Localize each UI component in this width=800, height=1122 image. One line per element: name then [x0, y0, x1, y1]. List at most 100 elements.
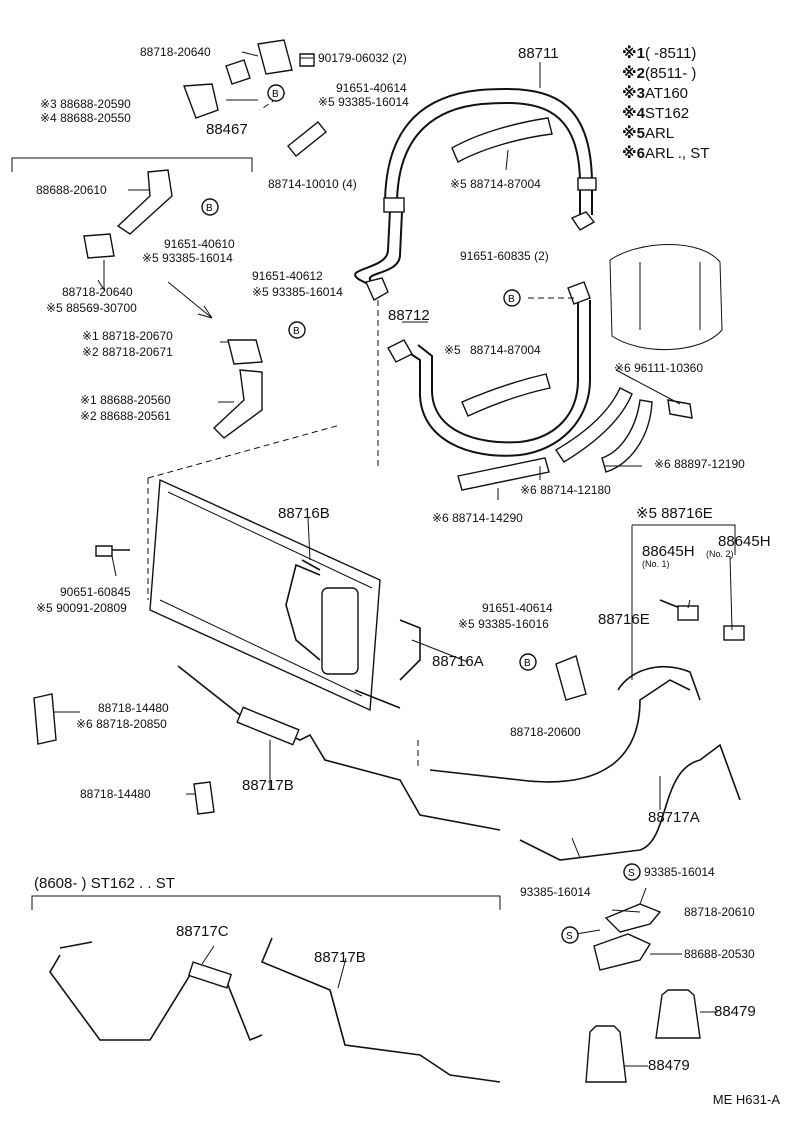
label-93385-16016: ※5 93385-16016	[458, 617, 549, 631]
hose-clamp	[383, 197, 405, 213]
bracket-88688-20610	[116, 169, 173, 235]
label-88717C: 88717C	[176, 923, 229, 940]
label-88688-20530: 88688-20530	[684, 947, 755, 961]
label-88717B-alt: 88717B	[314, 949, 366, 966]
legend-row-6: ※6ARL ., ST	[622, 144, 709, 164]
legend-mark-1: ※1	[622, 45, 645, 62]
pipe-88716B	[285, 559, 321, 661]
label-88711: 88711	[518, 45, 559, 62]
label-88718-20670: ※1 88718-20670	[82, 329, 173, 343]
label-88645H-no2: 88645H	[718, 533, 771, 550]
legend-text-3: AT160	[644, 85, 689, 102]
callout-b4-text: B	[508, 294, 515, 305]
label-88688-20561: ※2 88688-20561	[80, 409, 171, 423]
legend-row-5: ※5ARL	[622, 124, 709, 144]
clamp-88718-20670	[227, 339, 263, 365]
clamp-88718-20640	[83, 233, 115, 259]
label-91651-40612: 91651-40612	[252, 269, 323, 283]
clamp-88718-14480-b	[193, 781, 215, 815]
callout-b1-text: B	[272, 89, 279, 100]
bracket-88688-20560	[212, 369, 263, 439]
bracket-88718-20610	[604, 903, 662, 933]
label-no2: (No. 2)	[706, 549, 734, 559]
label-88716B: 88716B	[278, 505, 330, 522]
label-88479-a: 88479	[714, 1003, 756, 1020]
leader-lines	[54, 51, 733, 1067]
sleeve-88897-12190	[601, 399, 653, 473]
pipe-protector	[187, 961, 233, 989]
label-90091-20809: ※5 90091-20809	[36, 601, 127, 615]
label-88688-20560: ※1 88688-20560	[80, 393, 171, 407]
label-93385-16014-c: ※5 93385-16014	[252, 285, 343, 299]
legend-text-1: ( -8511)	[644, 45, 697, 62]
label-88688-20550: ※4 88688-20550	[40, 111, 131, 125]
legend-row-2: ※2(8511- )	[622, 64, 709, 84]
label-88716E-a: ※5 88716E	[636, 505, 713, 522]
compressor	[609, 244, 723, 350]
bolt-90651-60845	[95, 545, 130, 557]
clip-96111-10360	[667, 399, 693, 419]
hose-fitting	[387, 339, 413, 363]
callout-s1	[623, 863, 641, 881]
label-88718-14480-b: 88718-14480	[80, 787, 151, 801]
label-88717B: 88717B	[242, 777, 294, 794]
pipe-88716A	[354, 619, 421, 709]
label-96111-10360: ※6 96111-10360	[614, 361, 704, 375]
callout-b2-text: B	[206, 203, 213, 214]
hose-fitting	[570, 211, 596, 231]
label-88718-20671: ※2 88718-20671	[82, 345, 173, 359]
callout-b5	[519, 653, 537, 671]
legend-mark-2: ※2	[622, 65, 645, 82]
pipe-88717B-alt	[260, 937, 501, 1083]
hose-protector	[451, 117, 553, 163]
label-88479-b: 88479	[648, 1057, 690, 1074]
pressure-switch-no1	[677, 605, 699, 621]
legend-row-3: ※3AT160	[622, 84, 709, 104]
legend-text-2: (8511- )	[644, 65, 697, 82]
label-88714-12180: ※6 88714-12180	[520, 483, 611, 497]
legend-row-1: ※1( -8511)	[622, 44, 709, 64]
bracket-88718-20600	[555, 655, 587, 701]
label-88714-87004-b: 88714-87004	[470, 343, 541, 357]
fitting-88467	[225, 59, 251, 85]
label-91651-40610: 91651-40610	[164, 237, 235, 251]
leader-dash	[147, 92, 578, 770]
hose-88712	[404, 300, 591, 457]
label-88688-20590: ※3 88688-20590	[40, 97, 131, 111]
sleeve-88714-12180	[555, 387, 633, 463]
label-88716E-b: 88716E	[598, 611, 650, 628]
callout-s2-text: S	[566, 931, 573, 942]
label-88714-87004-a: ※5 88714-87004	[450, 177, 541, 191]
label-88897-12190: ※6 88897-12190	[654, 457, 745, 471]
group-bracket-top	[11, 157, 253, 172]
label-88712: 88712	[388, 307, 430, 324]
bracket-88688-20590	[183, 83, 219, 119]
label-93385-16014-b: ※5 93385-16014	[142, 251, 233, 265]
callout-b5-text: B	[524, 658, 531, 669]
hose-fitting	[567, 281, 591, 305]
label-88714-14290: ※6 88714-14290	[432, 511, 523, 525]
callout-b3-text: B	[293, 326, 300, 337]
label-88688-20610: 88688-20610	[36, 183, 107, 197]
label-91651-60835: 91651-60835 (2)	[460, 249, 549, 263]
callout-s1-text: S	[628, 868, 635, 879]
legend: ※1( -8511) ※2(8511- ) ※3AT160 ※4ST162 ※5…	[622, 44, 709, 164]
callout-b2	[201, 198, 219, 216]
clamp-88718-20640-top	[257, 39, 293, 75]
legend-mark-4: ※4	[622, 105, 645, 122]
grommet-88479	[585, 1025, 627, 1083]
legend-text-4: ST162	[644, 105, 690, 122]
arrow	[167, 281, 213, 319]
label-90179-06032: 90179-06032 (2)	[318, 51, 407, 65]
condenser-fins	[159, 491, 373, 697]
legend-mark-5: ※5	[622, 125, 645, 142]
label-88714-10010: 88714-10010 (4)	[268, 177, 357, 191]
legend-text-6: ARL ., ST	[644, 145, 710, 162]
hose-clamp	[577, 177, 597, 191]
group-bracket-bottom	[31, 895, 501, 910]
label-group-8608: (8608- ) ST162 . . ST	[34, 875, 175, 892]
callout-b4	[503, 289, 521, 307]
pressure-switch-no2	[723, 625, 745, 641]
pipe-protector	[236, 706, 300, 746]
